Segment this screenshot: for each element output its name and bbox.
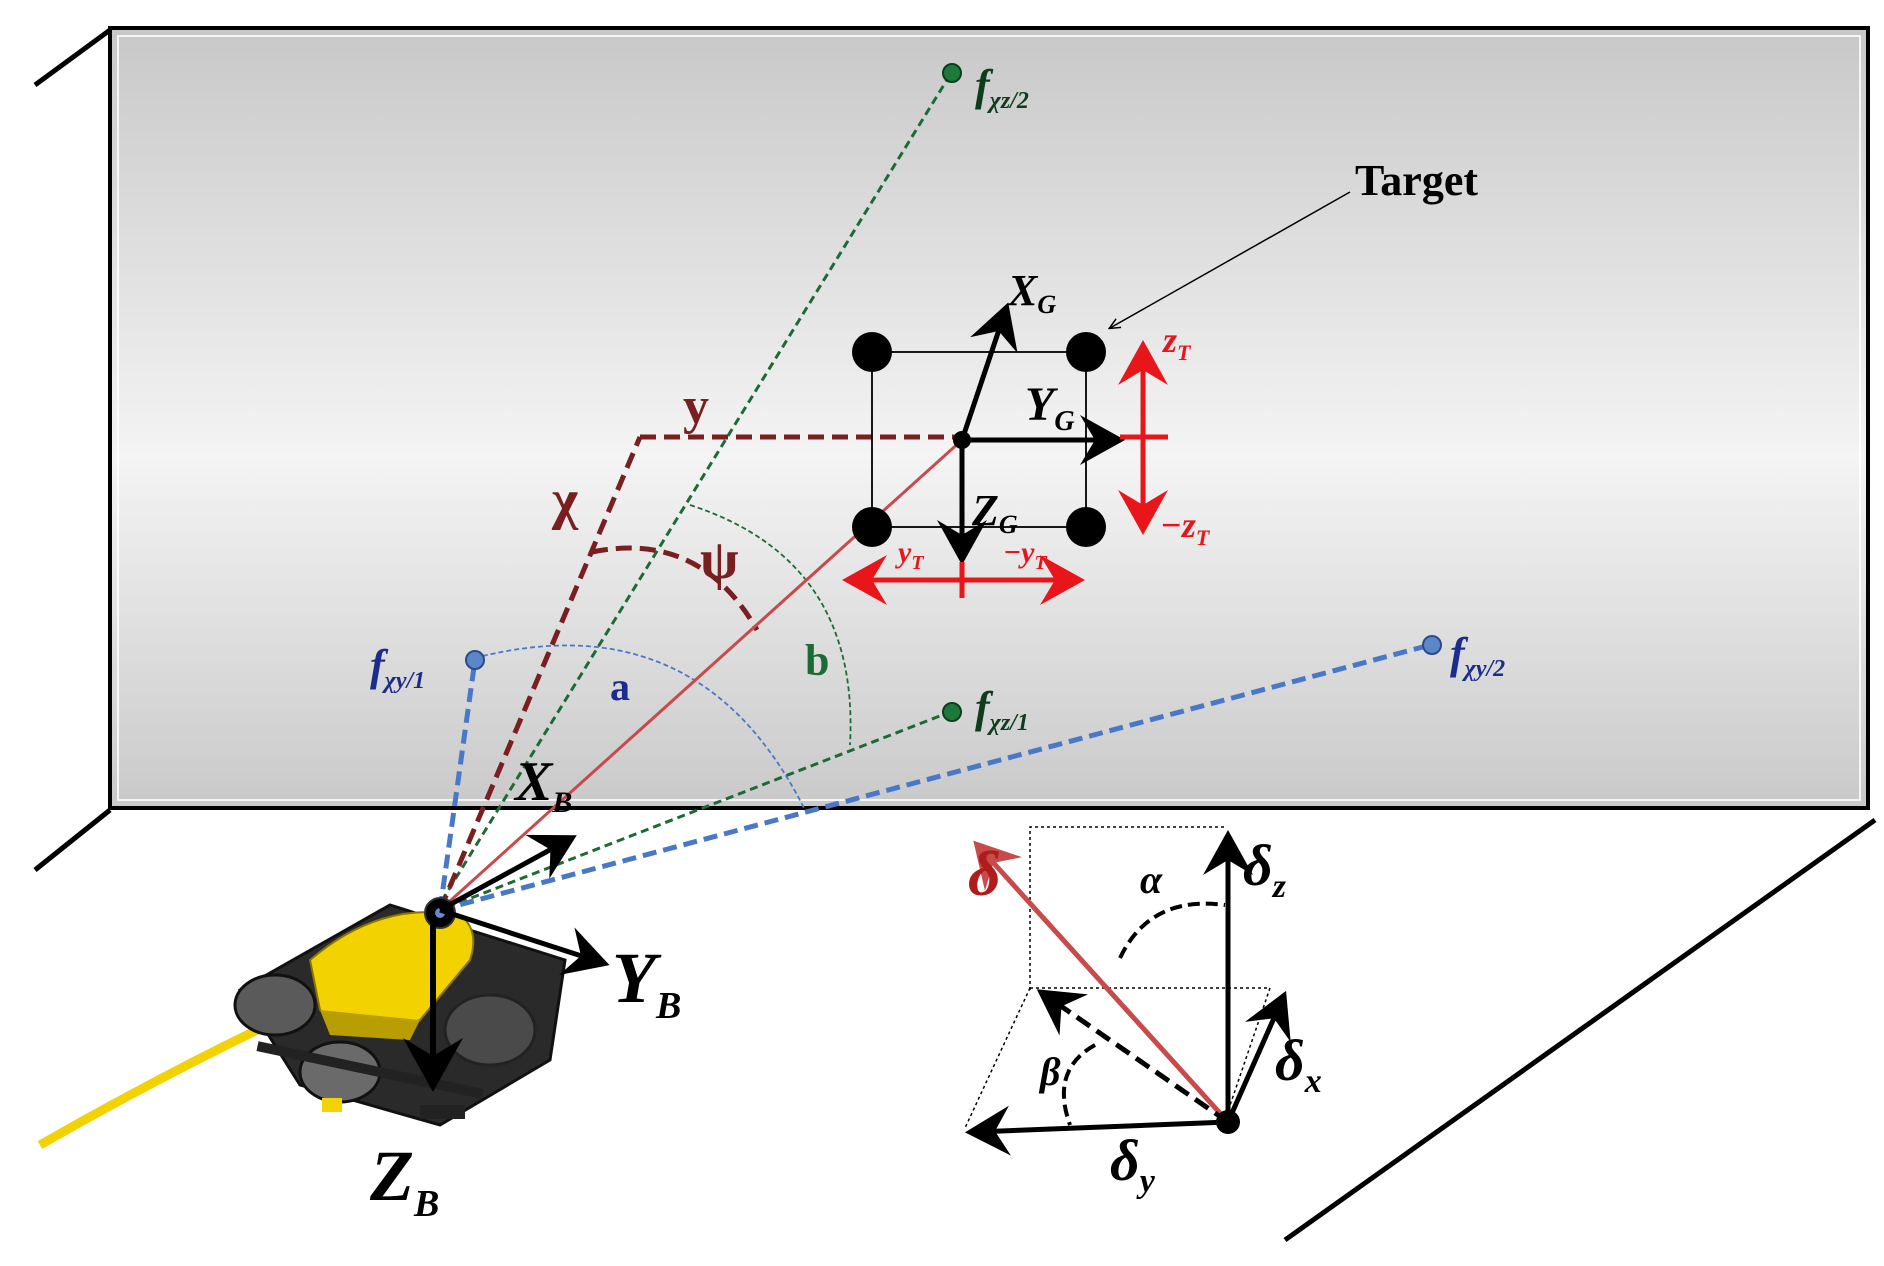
target-dot-br	[1066, 507, 1106, 547]
delta-box-right-diag	[1224, 987, 1271, 1121]
delta-x-label: δx	[1275, 1028, 1322, 1100]
neg-yt-label: −yT	[1003, 536, 1048, 574]
zg-label: ZG	[971, 486, 1018, 539]
body-axes	[403, 834, 610, 1092]
xb-axis	[438, 834, 577, 913]
a-label: a	[610, 664, 630, 709]
fxz2-label: fχz/2	[975, 61, 1029, 114]
fxz1-label: fχz/1	[975, 683, 1029, 736]
fxz2-point	[942, 63, 962, 83]
rov-vehicle-icon	[37, 897, 567, 1149]
neg-zt-label: −zT	[1160, 505, 1211, 550]
delta-vector	[973, 840, 1230, 1124]
target-label: Target	[1355, 156, 1478, 205]
yt-label: yT	[895, 536, 924, 574]
xg-axis	[959, 302, 1018, 441]
fov-xz-lower	[434, 710, 951, 914]
zt-label: zT	[1161, 320, 1192, 365]
delta-label: δ	[968, 838, 1001, 909]
chi-line	[437, 436, 643, 911]
yg-label: YG	[1025, 378, 1075, 437]
beta-arc	[1061, 1043, 1096, 1126]
delta-decomposition	[964, 826, 1291, 1156]
fxy2-point	[1422, 635, 1442, 655]
psi-label: ψ	[700, 529, 739, 591]
b-label: b	[805, 636, 829, 685]
fov-xz-upper	[433, 74, 952, 913]
target-dot-bl	[852, 507, 892, 547]
beta-label: β	[1038, 1049, 1061, 1094]
alpha-label: α	[1140, 857, 1163, 902]
wall-panel	[108, 26, 1870, 810]
rov-thruster-left	[233, 973, 317, 1037]
delta-z-label: δz	[1243, 833, 1287, 905]
arc-a	[474, 644, 806, 811]
delta-box-upper	[1029, 826, 1225, 990]
target-dot-tl	[852, 332, 892, 372]
target-group	[842, 302, 1168, 605]
xg-label: XG	[1006, 266, 1056, 319]
fov-xy-left	[437, 659, 478, 911]
room-edge-top-left	[33, 27, 112, 88]
alpha-arc	[1118, 901, 1226, 959]
chi-y-path	[437, 434, 962, 911]
rov-fin	[322, 1098, 342, 1112]
fxy1-label: fχy/1	[370, 641, 425, 694]
fxy1-point	[465, 650, 485, 670]
fxz1-point	[942, 702, 962, 722]
target-center	[953, 431, 971, 449]
fov-lines	[433, 63, 1442, 914]
delta-y-vector	[965, 1105, 1229, 1156]
rov-thruster-right	[443, 993, 537, 1067]
delta-x-vector	[1225, 990, 1291, 1124]
room-edge-bottom-left	[33, 808, 112, 872]
yb-label: YB	[612, 938, 681, 1027]
arc-b	[689, 504, 852, 746]
rov-skid-2	[420, 1105, 465, 1119]
delta-projection	[1036, 989, 1230, 1125]
y-axis-label: y	[683, 378, 709, 435]
target-dot-tr	[1066, 332, 1106, 372]
delta-y-label: δy	[1110, 1128, 1156, 1200]
zb-label: ZB	[369, 1136, 439, 1225]
delta-origin	[1216, 1110, 1240, 1134]
psi-arc	[591, 545, 760, 632]
chi-label: χ	[551, 469, 579, 531]
wall-panel-bevel	[117, 35, 1861, 801]
rov-body-shade	[320, 1010, 420, 1040]
fxy2-label: fχy/2	[1450, 629, 1505, 682]
delta-box-left-diag	[964, 987, 1031, 1129]
fov-xy-right	[439, 642, 1431, 913]
target-pointer	[1110, 191, 1351, 328]
room-edge-floor-right	[1283, 817, 1877, 1243]
xb-label: XB	[513, 751, 572, 819]
yb-axis	[439, 907, 610, 975]
